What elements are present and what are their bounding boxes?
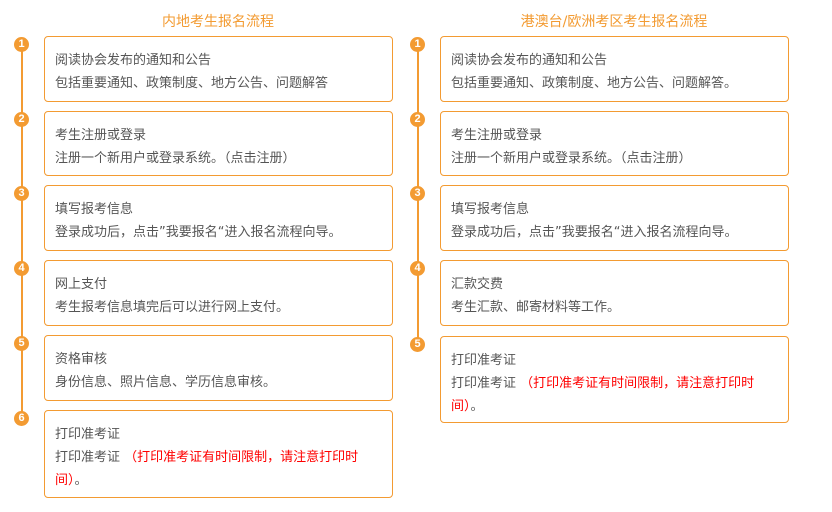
step-description-text: 打印准考证 — [451, 376, 521, 391]
step-description: 打印准考证 （打印准考证有时间限制，请注意打印时间）。 — [451, 372, 778, 418]
step-description: 登录成功后，点击”我要报名“进入报名流程向导。 — [451, 225, 738, 240]
step-title: 网上支付 — [55, 277, 108, 292]
step-number-badge: 2 — [14, 112, 29, 127]
step-number-badge: 1 — [14, 37, 29, 52]
step-number-badge: 5 — [14, 336, 29, 351]
time-limit-warning: （打印准考证有时间限制，请注意打印时间） — [55, 450, 359, 488]
step-title: 阅读协会发布的通知和公告 — [55, 53, 212, 68]
step-description[interactable]: 注册一个新用户或登录系统。（点击注册） — [451, 151, 692, 166]
step-description: 包括重要通知、政策制度、地方公告、问题解答。 — [451, 76, 738, 91]
step-description: 考生汇款、邮寄材料等工作。 — [451, 300, 621, 315]
step-number-badge: 4 — [14, 261, 29, 276]
step-title: 考生注册或登录 — [451, 128, 543, 143]
mainland-step-6-card: 打印准考证 打印准考证 （打印准考证有时间限制，请注意打印时间）。 — [44, 410, 393, 498]
overseas-step-1-card: 阅读协会发布的通知和公告 包括重要通知、政策制度、地方公告、问题解答。 — [440, 36, 789, 102]
step-title: 填写报考信息 — [55, 202, 134, 217]
step-title: 打印准考证 — [55, 427, 121, 442]
step-description: 包括重要通知、政策制度、地方公告、问题解答 — [55, 76, 329, 91]
overseas-step-3-card: 填写报考信息 登录成功后，点击”我要报名“进入报名流程向导。 — [440, 185, 789, 251]
step-number-badge: 1 — [410, 37, 425, 52]
mainland-step-5-card: 资格审核 身份信息、照片信息、学历信息审核。 — [44, 335, 393, 401]
step-description[interactable]: 注册一个新用户或登录系统。（点击注册） — [55, 151, 296, 166]
step-description-text: 打印准考证 — [55, 450, 125, 465]
step-description-end: 。 — [74, 473, 88, 488]
overseas-step-2-card: 考生注册或登录 注册一个新用户或登录系统。（点击注册） — [440, 111, 789, 176]
mainland-process-title: 内地考生报名流程 — [162, 14, 274, 30]
step-description: 打印准考证 （打印准考证有时间限制，请注意打印时间）。 — [55, 446, 382, 492]
step-number-badge: 3 — [410, 186, 425, 201]
step-title: 阅读协会发布的通知和公告 — [451, 53, 608, 68]
mainland-timeline-line — [21, 44, 23, 418]
overseas-step-5-card: 打印准考证 打印准考证 （打印准考证有时间限制，请注意打印时间）。 — [440, 336, 789, 423]
step-number-badge: 4 — [410, 261, 425, 276]
step-number-badge: 6 — [14, 411, 29, 426]
step-title: 汇款交费 — [451, 277, 504, 292]
step-number-badge: 2 — [410, 112, 425, 127]
overseas-step-4-card: 汇款交费 考生汇款、邮寄材料等工作。 — [440, 260, 789, 326]
overseas-process-title: 港澳台/欧洲考区考生报名流程 — [520, 14, 708, 30]
step-title: 填写报考信息 — [451, 202, 530, 217]
step-number-badge: 5 — [410, 337, 425, 352]
step-description: 登录成功后，点击”我要报名“进入报名流程向导。 — [55, 225, 342, 240]
step-title: 打印准考证 — [451, 353, 517, 368]
mainland-step-2-card: 考生注册或登录 注册一个新用户或登录系统。（点击注册） — [44, 111, 393, 176]
step-title: 考生注册或登录 — [55, 128, 147, 143]
step-description-end: 。 — [470, 399, 484, 414]
mainland-step-3-card: 填写报考信息 登录成功后，点击”我要报名“进入报名流程向导。 — [44, 185, 393, 251]
mainland-step-1-card: 阅读协会发布的通知和公告 包括重要通知、政策制度、地方公告、问题解答 — [44, 36, 393, 102]
step-description: 身份信息、照片信息、学历信息审核。 — [55, 375, 277, 390]
step-number-badge: 3 — [14, 186, 29, 201]
step-description: 考生报考信息填完后可以进行网上支付。 — [55, 300, 290, 315]
mainland-step-4-card: 网上支付 考生报考信息填完后可以进行网上支付。 — [44, 260, 393, 326]
step-title: 资格审核 — [55, 352, 108, 367]
time-limit-warning: （打印准考证有时间限制，请注意打印时间） — [451, 376, 755, 414]
